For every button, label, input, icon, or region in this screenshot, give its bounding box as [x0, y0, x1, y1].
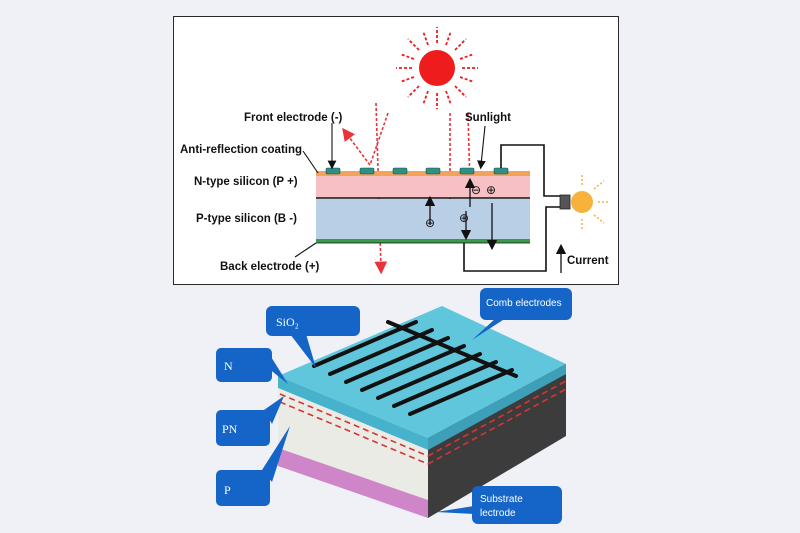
cell-block	[278, 306, 566, 518]
solar-cell-3d-block: Comb electrodes SiO₂ N PN P Substrate l	[210, 288, 590, 528]
anti-reflection-layer	[316, 171, 530, 176]
solar-cell-cross-section: ⊖ ⊕ ⊖ ⊕ Front electrode (-) Anti-reflect…	[173, 16, 619, 285]
pn-junction-dashes	[279, 380, 567, 465]
substrate-label-line2: lectrode	[480, 508, 516, 519]
back-electrode-layer	[316, 239, 530, 243]
current-label: Current	[567, 255, 609, 267]
callout-comb-electrodes: Comb electrodes	[472, 288, 572, 340]
p-type-label: P-type silicon (B -)	[196, 213, 297, 225]
pn-label: PN	[222, 422, 238, 436]
hole-charge-1: ⊕	[486, 183, 496, 197]
label-leaders	[294, 123, 486, 258]
n-type-label: N-type silicon (P +)	[194, 176, 298, 188]
base-layer	[278, 448, 428, 518]
n-label: N	[224, 359, 233, 373]
sunlight-label: Sunlight	[465, 112, 511, 124]
cross-section-svg: ⊖ ⊕ ⊖ ⊕ Front electrode (-) Anti-reflect…	[180, 27, 610, 275]
back-electrode-label: Back electrode (+)	[220, 261, 320, 273]
front-electrode-label: Front electrode (-)	[244, 112, 343, 124]
anti-reflection-label: Anti-reflection coating	[180, 144, 302, 156]
block-svg: Comb electrodes SiO₂ N PN P Substrate l	[216, 288, 572, 524]
p-type-layer	[316, 199, 530, 239]
callout-substrate: Substrate lectrode	[436, 486, 562, 524]
electron-charge-1: ⊖	[471, 183, 481, 197]
callout-n: N	[216, 348, 288, 384]
top-face	[278, 306, 566, 438]
comb-electrode-grid	[312, 320, 518, 416]
carrier-arrows	[424, 177, 498, 251]
external-circuit	[463, 144, 560, 272]
electron-charge-2: ⊖	[425, 216, 435, 230]
right-face	[428, 364, 566, 518]
n-type-layer	[316, 176, 530, 198]
callout-sio2: SiO₂	[266, 306, 360, 368]
front-face-body	[278, 388, 428, 500]
callout-p: P	[216, 426, 290, 506]
hole-charge-2: ⊕	[459, 211, 469, 225]
light-bulb-icon	[559, 175, 610, 229]
sun-icon	[396, 27, 478, 109]
sio2-label: SiO₂	[276, 315, 299, 329]
p-label: P	[224, 483, 231, 497]
comb-electrodes-label: Comb electrodes	[486, 298, 562, 309]
cell-layers	[316, 171, 530, 244]
front-face-n-layer	[278, 376, 428, 450]
callout-pn: PN	[216, 396, 284, 446]
substrate-label-line1: Substrate	[480, 494, 523, 505]
